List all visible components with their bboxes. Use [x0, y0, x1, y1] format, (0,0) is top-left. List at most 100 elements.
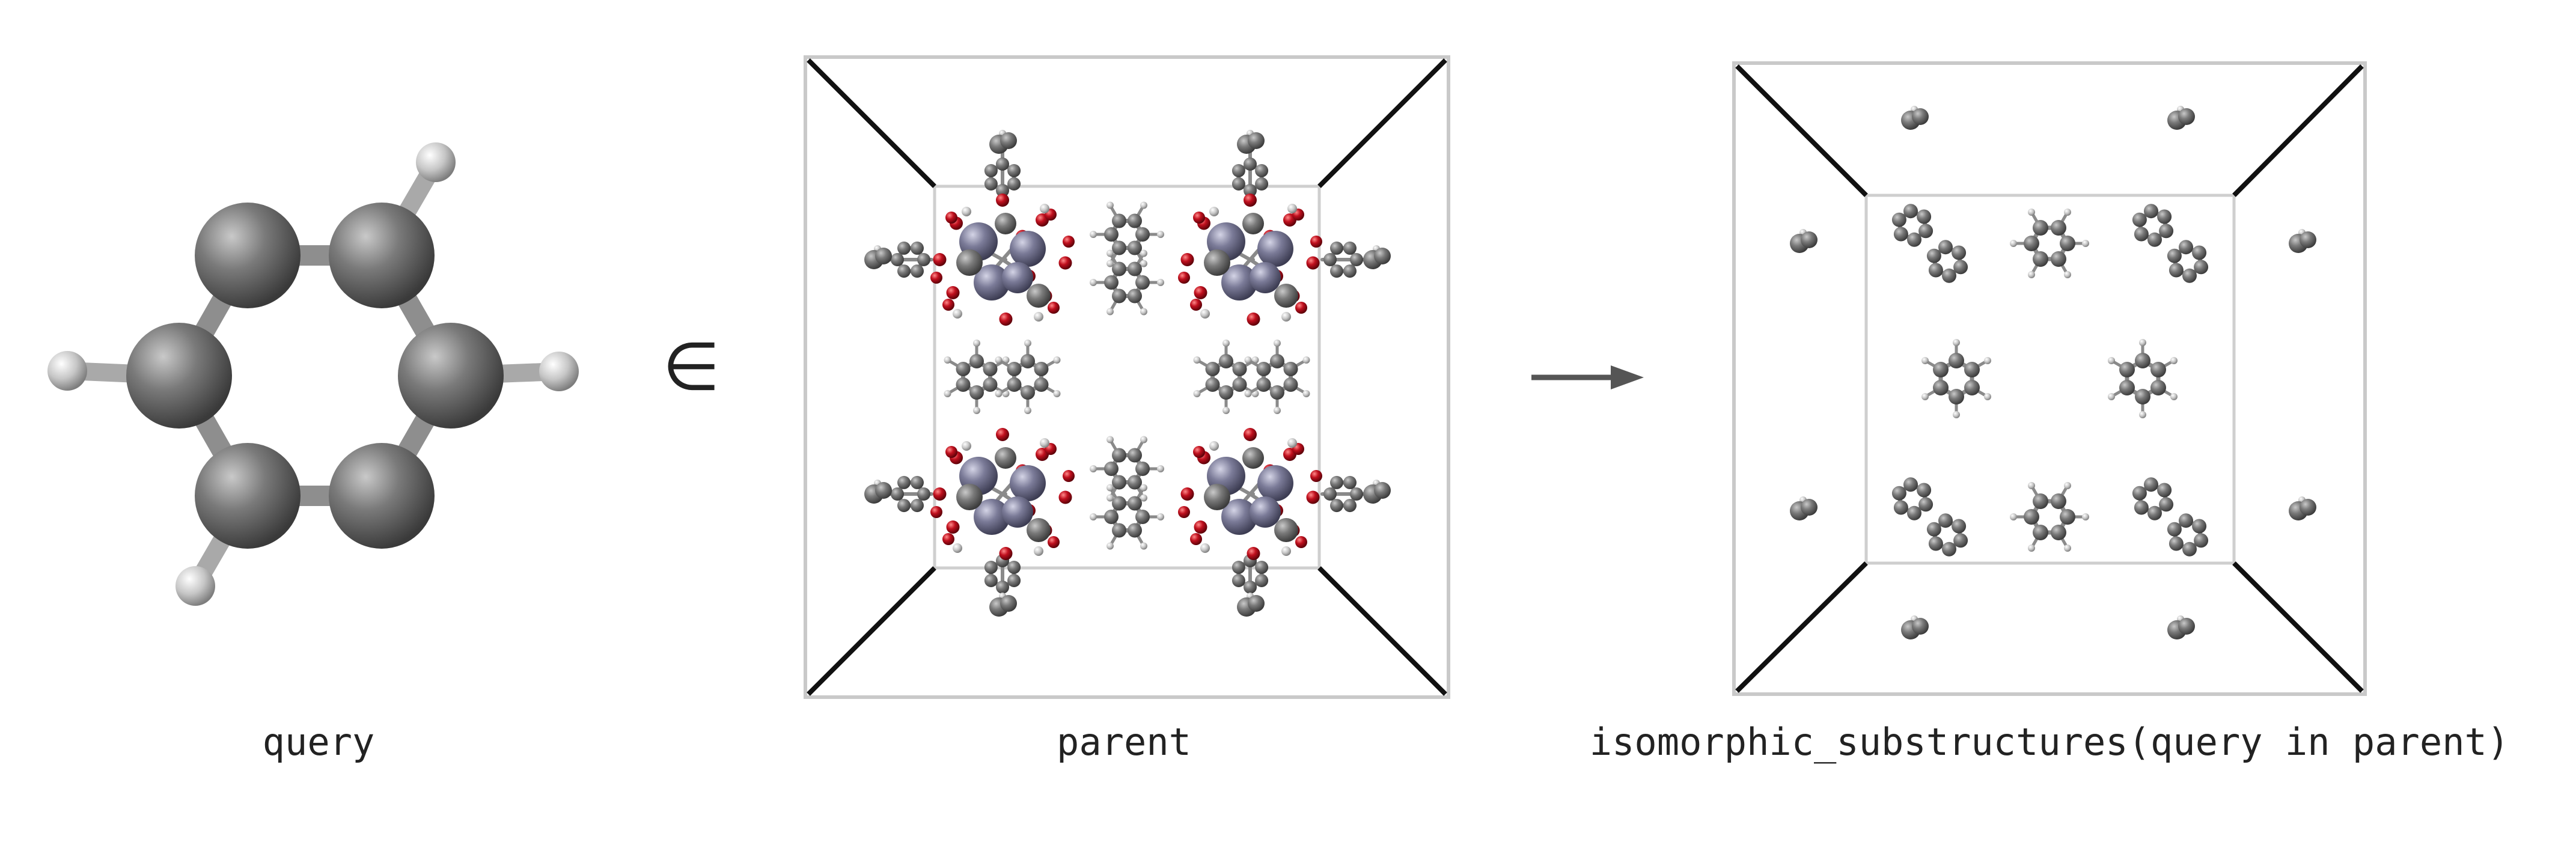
carbon-atom	[956, 249, 983, 276]
hydrogen-atom	[953, 543, 962, 553]
oxygen-atom	[1180, 487, 1194, 501]
carbon-atom	[2179, 513, 2193, 528]
carbon-atom	[1952, 519, 1967, 534]
hydrogen-atom	[995, 356, 1003, 364]
carbon-atom	[1343, 264, 1357, 278]
carbon-atom	[1942, 541, 1956, 557]
carbon-atom	[1104, 510, 1119, 524]
hydrogen-atom	[175, 566, 215, 606]
carbon-atom	[1128, 496, 1142, 511]
carbon-atom	[1274, 284, 1298, 308]
carbon-atom	[2157, 483, 2172, 498]
hydrogen-atom	[1984, 393, 1991, 400]
carbon-atom	[891, 253, 904, 266]
carbon-atom	[1232, 574, 1245, 587]
carbon-atom	[2157, 209, 2172, 224]
result-cell-edges	[1735, 64, 2364, 693]
hydrogen-atom	[1106, 494, 1114, 502]
oxygen-atom	[1178, 272, 1190, 284]
hydrogen-atom	[1024, 407, 1031, 414]
carbon-atom	[1135, 227, 1150, 242]
hydrogen-atom	[2108, 393, 2115, 400]
hydrogen-atom	[1140, 436, 1147, 444]
metal-atom	[1250, 262, 1281, 293]
result-cell-inner	[1864, 194, 2236, 565]
hydrogen-atom	[2108, 357, 2115, 364]
carbon-atom	[1942, 268, 1956, 283]
carbon-atom	[1330, 264, 1343, 278]
carbon-atom	[2178, 618, 2195, 635]
oxygen-atom	[1295, 536, 1307, 548]
hydrogen-atom	[1090, 465, 1097, 472]
carbon-atom	[1350, 253, 1363, 266]
carbon-atom	[911, 499, 924, 513]
carbon-atom	[1000, 595, 1017, 612]
carbon-atom	[2060, 509, 2075, 525]
carbon-atom	[2135, 389, 2150, 404]
carbon-atom	[956, 362, 971, 376]
hydrogen-atom	[1040, 438, 1049, 448]
carbon-atom	[2144, 477, 2158, 492]
carbon-atom	[1128, 448, 1142, 463]
oxygen-atom	[999, 547, 1013, 560]
oxygen-atom	[999, 313, 1013, 326]
metal-atom	[1250, 496, 1281, 528]
carbon-atom	[1912, 618, 1929, 635]
carbon-atom	[1256, 362, 1271, 376]
carbon-atom	[1135, 510, 1150, 524]
carbon-atom	[1926, 522, 1941, 537]
hydrogen-atom	[1222, 340, 1230, 347]
oxygen-atom	[1190, 299, 1202, 311]
carbon-atom	[1021, 385, 1035, 400]
carbon-atom	[917, 253, 930, 266]
carbon-atom	[984, 177, 998, 191]
carbon-atom	[1021, 354, 1035, 368]
carbon-atom	[2051, 220, 2066, 236]
carbon-atom	[2051, 525, 2066, 540]
oxygen-atom	[945, 212, 957, 224]
carbon-atom	[1938, 513, 1953, 528]
hydrogen-atom	[1281, 546, 1291, 556]
carbon-atom	[1232, 561, 1245, 574]
carbon-atom	[1128, 261, 1142, 276]
parent-cell-inner	[933, 185, 1321, 570]
carbon-atom	[984, 574, 998, 587]
carbon-atom	[1330, 499, 1343, 513]
hydrogen-atom	[973, 407, 980, 414]
query-caption: query	[262, 720, 375, 764]
carbon-atom	[2169, 536, 2184, 551]
carbon-atom	[995, 447, 1016, 469]
oxygen-atom	[1193, 446, 1205, 458]
carbon-atom	[1949, 389, 1964, 404]
hydrogen-atom	[1106, 308, 1114, 316]
carbon-atom	[1027, 518, 1051, 542]
carbon-atom	[1104, 227, 1119, 242]
carbon-atom	[1918, 497, 1934, 512]
carbon-atom	[1135, 275, 1150, 290]
hydrogen-atom	[2064, 209, 2071, 216]
carbon-atom	[1007, 574, 1021, 587]
oxygen-atom	[1247, 313, 1260, 326]
carbon-atom	[1374, 248, 1391, 264]
hydrogen-atom	[944, 356, 951, 364]
carbon-atom	[1242, 447, 1264, 469]
carbon-atom	[2194, 533, 2209, 548]
carbon-atom	[1907, 505, 1921, 520]
carbon-atom	[1374, 482, 1391, 499]
carbon-atom	[2178, 108, 2195, 125]
hydrogen-atom	[2010, 513, 2017, 520]
oxygen-atom	[1063, 470, 1075, 482]
metal-atom	[1010, 465, 1046, 501]
oxygen-atom	[1194, 286, 1207, 299]
oxygen-atom	[996, 428, 1009, 441]
metal-atom	[1257, 231, 1293, 267]
carbon-atom	[1343, 499, 1357, 513]
hydrogen-atom	[1302, 390, 1310, 397]
carbon-atom	[1964, 380, 1980, 395]
carbon-atom	[875, 248, 892, 264]
hydrogen-atom	[944, 390, 951, 397]
hydrogen-atom	[1106, 436, 1114, 444]
carbon-atom	[2033, 525, 2048, 540]
oxygen-atom	[1048, 536, 1060, 548]
carbon-atom	[1891, 212, 1906, 227]
